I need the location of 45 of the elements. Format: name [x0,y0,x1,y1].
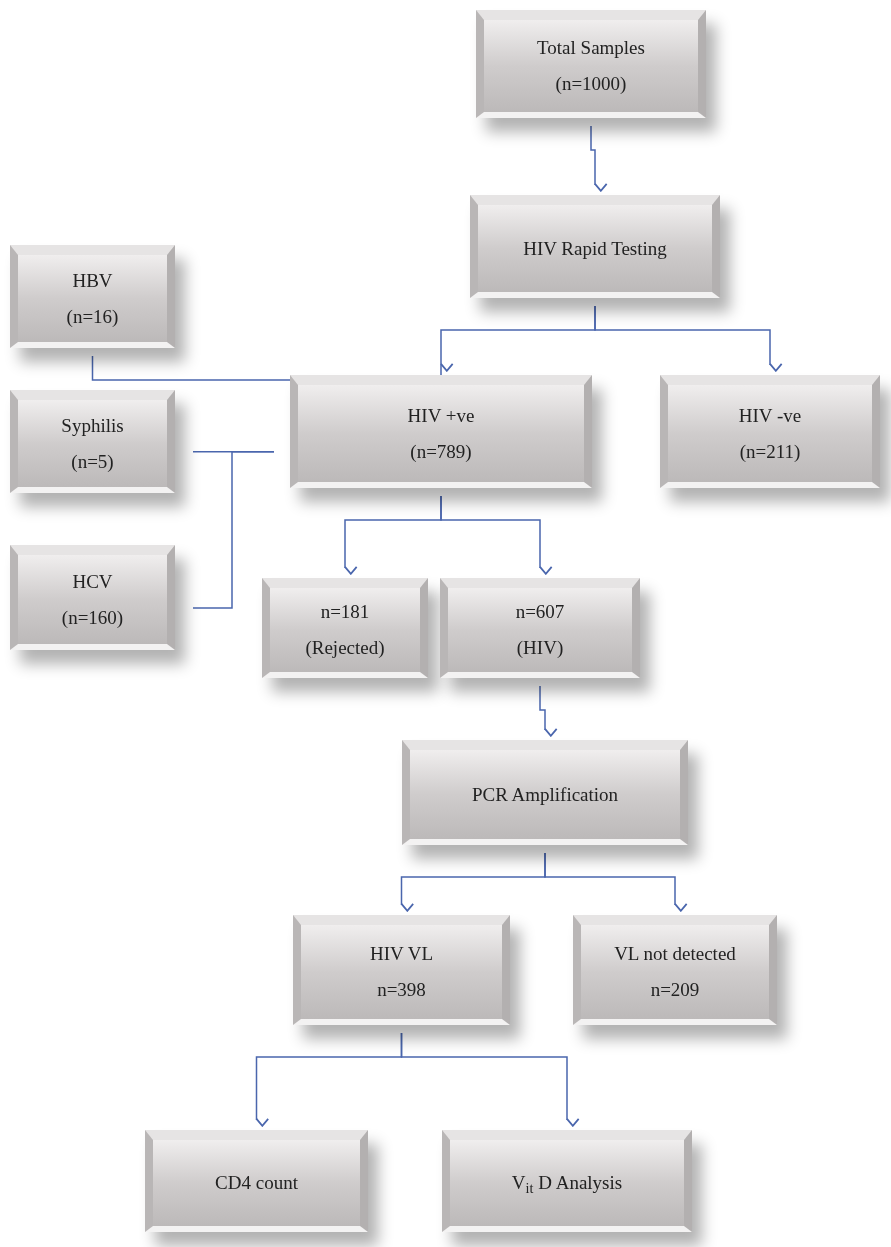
process-box [10,390,175,493]
box-text: HCV [72,569,113,594]
box-text: HIV -ve [738,403,802,428]
box-text: (Rejected) [305,636,385,660]
process-box [10,245,175,348]
process-box [442,1130,692,1232]
box-text: VL not detected [614,942,736,966]
bracket-line [192,451,275,609]
process-box [573,915,777,1025]
arrow [440,495,553,575]
process-box [440,578,640,678]
box-text: (n=1000) [555,72,627,96]
box-text: HBV [72,268,113,293]
box-text: (n=16) [66,304,119,329]
box-text: (n=211) [739,439,801,464]
process-box [402,740,688,845]
box-text: PCR Amplification [471,782,619,807]
process-box [290,375,592,488]
box-text: n=209 [650,978,700,1002]
box-text: (n=789) [410,439,472,464]
box-text: HIV Rapid Testing [523,236,667,261]
process-box [262,578,428,678]
arrow [590,125,608,192]
box-text: V$_{it}$ D Analysis [511,1171,623,1195]
box-text: n=398 [377,978,426,1002]
process-box [470,195,720,298]
box-text: CD4 count [215,1171,298,1195]
box-text: (HIV) [516,636,564,660]
box-text: (n=5) [71,449,114,474]
box-text: HIV +ve [407,403,475,428]
box-text: n=181 [320,600,370,624]
box-text: Total Samples [537,36,645,60]
arrow [539,685,558,737]
process-box [660,375,880,488]
box-text: (n=160) [61,605,124,630]
process-box [293,915,510,1025]
box-text: Syphilis [61,413,124,438]
arrow [544,852,688,912]
box-text: n=607 [515,600,565,624]
process-box [10,545,175,650]
arrow [400,1032,580,1127]
arrow [594,305,783,372]
box-text: HIV VL [369,942,434,966]
process-box [476,10,706,118]
process-box [145,1130,368,1232]
